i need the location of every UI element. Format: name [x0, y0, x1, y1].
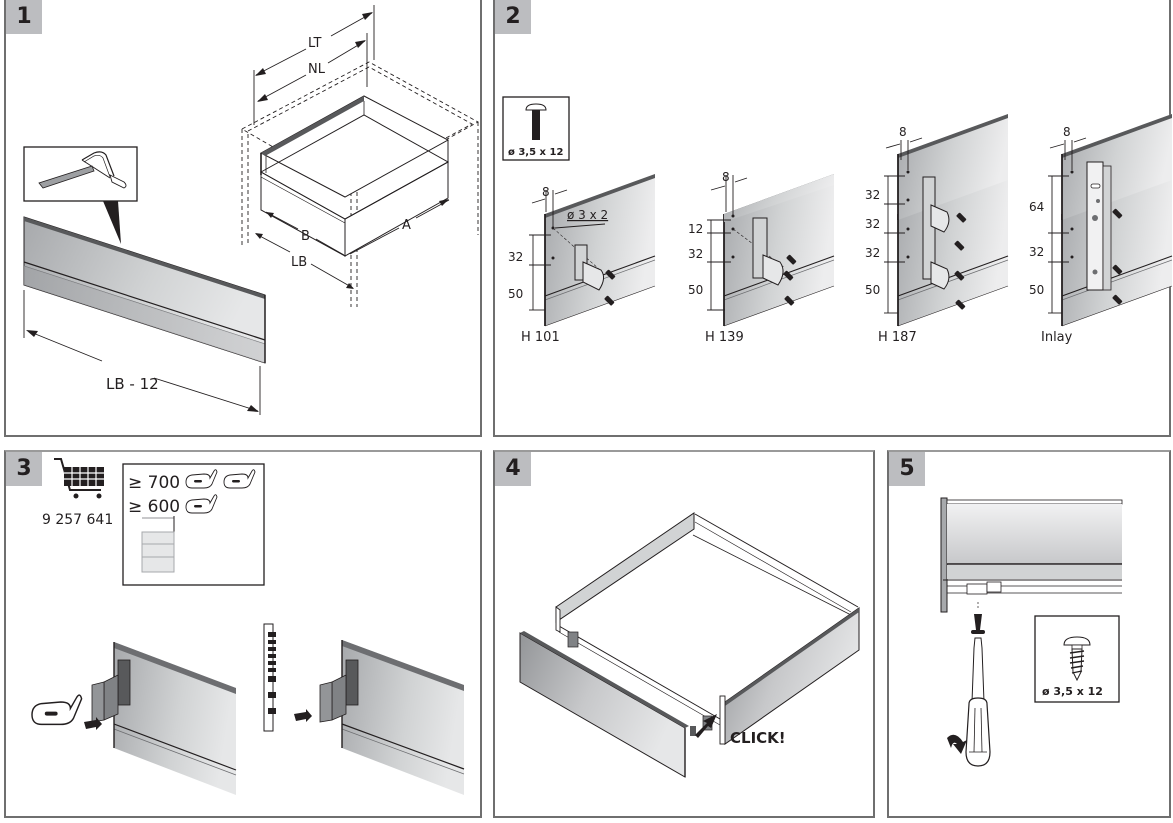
drawer-cabinet-diagram: LT NL B A LB — [241, 5, 479, 307]
variant-label: Inlay — [1041, 330, 1073, 345]
variant-h187: 8 32 32 32 50 H 187 — [865, 114, 1009, 345]
variant-h101: 8 ø 3 x 2 32 50 H 101 — [508, 173, 656, 345]
drawer-stack-icon — [141, 516, 175, 573]
step-2-illustration: ø 3,5 x 12 8 ø 3 x 2 32 50 H 101 8 — [502, 96, 1173, 345]
article-number: 9 257 641 — [42, 512, 113, 528]
side-panel-left — [31, 642, 237, 795]
screw-spec-label: ø 3,5 x 12 — [508, 147, 563, 158]
step-number-badge: 2 — [495, 0, 531, 34]
spacing-label: 32 — [865, 217, 880, 231]
spacing-label: 32 — [865, 188, 880, 202]
arrow-icon — [294, 709, 312, 722]
screw-spec-inset: ø 3,5 x 12 — [502, 96, 570, 161]
step-1-illustration: LB - 12 — [23, 5, 479, 415]
spacing-label: 32 — [865, 246, 880, 260]
hacksaw-inset — [23, 146, 138, 244]
edge-offset-label: 8 — [1063, 125, 1071, 139]
width-b-label: B — [301, 229, 310, 244]
spacing-label: 50 — [508, 287, 523, 301]
step-3-panel: 3 9 257 641 ≥ 700 — [4, 450, 482, 818]
variant-label: H 187 — [878, 330, 917, 345]
spacing-label: 32 — [1029, 245, 1044, 259]
step-number-badge: 5 — [889, 452, 925, 486]
drawer-side-view — [940, 497, 1123, 613]
variant-inlay: 8 64 32 50 Inlay — [1029, 114, 1173, 345]
step-1-panel: 1 — [4, 0, 482, 437]
spacing-label: 64 — [1029, 200, 1044, 214]
spacing-label: 32 — [508, 250, 523, 264]
machine-screw-icon — [525, 103, 547, 140]
screwdriver-icon — [965, 637, 991, 767]
cut-length-dimension: LB - 12 — [23, 290, 261, 415]
rotate-arrow-icon — [947, 734, 967, 754]
step-2-panel: 2 — [493, 0, 1173, 437]
screw-spec-label: ø 3,5 x 12 — [1042, 685, 1103, 698]
spacing-label: 50 — [865, 283, 880, 297]
hacksaw-icon — [38, 151, 127, 189]
spacing-label: 32 — [688, 247, 703, 261]
clip-icon — [31, 694, 83, 726]
clip-rule-label: ≥ 600 — [128, 497, 180, 517]
step-5-panel: 5 — [887, 450, 1171, 818]
shopping-cart-icon — [54, 458, 104, 499]
side-panel-right — [319, 640, 465, 795]
step-4-panel: 4 — [493, 450, 875, 818]
variant-label: H 139 — [705, 330, 744, 345]
back-panel — [23, 216, 266, 364]
click-label: CLICK! — [730, 729, 786, 747]
total-length-label: LT — [308, 36, 321, 51]
callout-pointer — [103, 201, 121, 244]
push-arrow-icon — [695, 714, 717, 738]
edge-offset-label: 8 — [899, 125, 907, 139]
variant-h139: 8 12 32 50 H 139 — [688, 170, 835, 345]
clip-rule-label: ≥ 700 — [128, 473, 180, 493]
step-number-badge: 4 — [495, 452, 531, 486]
drawer-assembly: CLICK! — [519, 512, 860, 778]
screw-spec-inset: ø 3,5 x 12 — [1034, 615, 1120, 703]
variant-label: H 101 — [521, 330, 560, 345]
step-3-illustration: 9 257 641 ≥ 700 ≥ 600 — [31, 458, 465, 795]
clip-rules-inset: ≥ 700 ≥ 600 — [122, 463, 265, 586]
wood-screw-icon — [1063, 636, 1091, 682]
hole-spec-label: ø 3 x 2 — [567, 208, 608, 222]
wood-screw-icon — [971, 614, 985, 634]
width-a-label: A — [402, 218, 411, 233]
step-number-badge: 1 — [6, 0, 42, 34]
inner-width-label: LB — [291, 255, 307, 270]
rail-icon — [263, 623, 276, 732]
nominal-length-label: NL — [308, 62, 326, 77]
step-5-illustration: ø 3,5 x 12 — [940, 497, 1123, 767]
spacing-label: 50 — [1029, 283, 1044, 297]
spacing-label: 50 — [688, 283, 703, 297]
step-4-illustration: CLICK! — [519, 512, 860, 778]
step-number-badge: 3 — [6, 452, 42, 486]
spacing-label: 12 — [688, 222, 703, 236]
arrow-icon — [84, 717, 102, 730]
cut-length-label: LB - 12 — [106, 375, 159, 393]
